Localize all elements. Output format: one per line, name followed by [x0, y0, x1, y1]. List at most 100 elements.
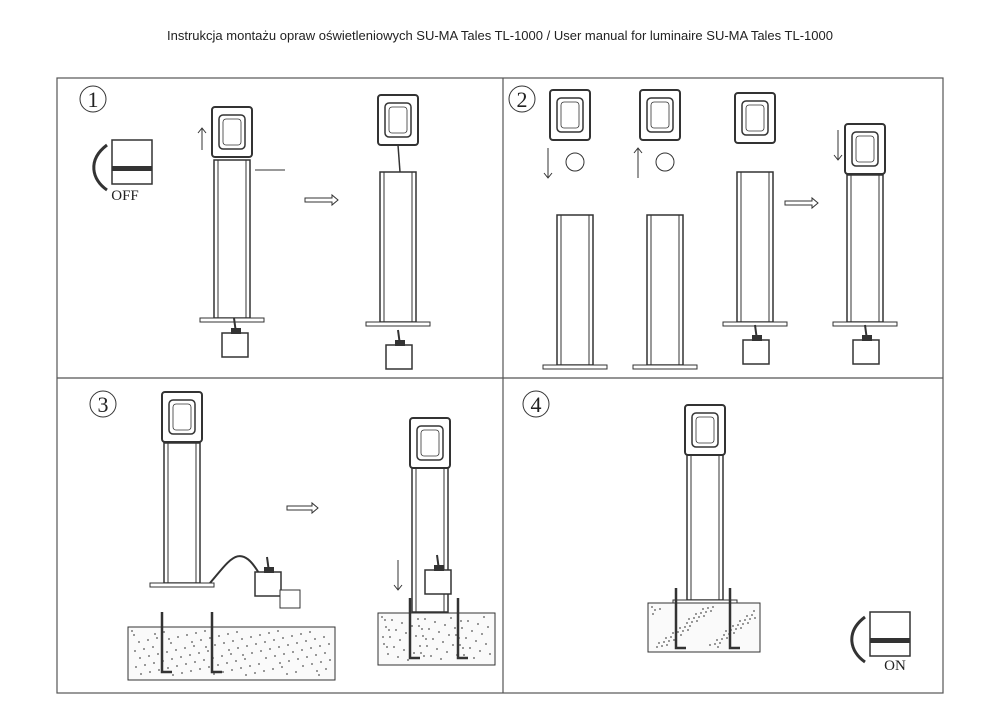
vertical-arrow-icon	[197, 127, 207, 150]
gravel-dot	[314, 638, 316, 640]
step-number-circle	[79, 85, 107, 113]
gravel-dot	[300, 633, 302, 635]
gravel-dot	[175, 649, 177, 651]
lamp-diffuser-inner	[388, 106, 408, 134]
gravel-dot	[733, 632, 735, 634]
gravel-dot	[460, 620, 462, 622]
gravel-dot	[658, 642, 660, 644]
gravel-dot	[278, 646, 280, 648]
gravel-dot	[204, 630, 206, 632]
gravel-dot	[485, 643, 487, 645]
lamp-head	[844, 123, 886, 175]
gravel-dot	[473, 657, 475, 659]
vertical-arrow-icon	[833, 130, 843, 161]
gravel-dot	[176, 665, 178, 667]
gravel-dot	[315, 654, 317, 656]
gravel-dot	[719, 642, 721, 644]
gravel-dot	[725, 630, 727, 632]
gravel-dot	[235, 660, 237, 662]
gravel-dot	[679, 627, 681, 629]
lamp-head	[734, 92, 776, 144]
gravel-dot	[407, 659, 409, 661]
gravel-dot	[301, 649, 303, 651]
gravel-dot	[742, 623, 744, 625]
lamp-diffuser-inner	[560, 101, 580, 129]
lamp-diffuser-inner	[172, 403, 192, 431]
lamp-diffuser-inner	[745, 104, 765, 132]
gravel-dot	[652, 613, 654, 615]
gravel-dot	[281, 666, 283, 668]
gravel-dot	[221, 655, 223, 657]
gravel-dot	[214, 644, 216, 646]
lamp-head	[377, 94, 419, 146]
lamp-head	[211, 106, 253, 158]
gravel-dot	[401, 622, 403, 624]
light-bulb-icon	[565, 152, 585, 172]
switch-off-label: OFF	[111, 188, 139, 204]
gravel-dot	[170, 642, 172, 644]
lamp-head-housing	[161, 391, 203, 443]
gravel-dot	[166, 651, 168, 653]
gravel-dot	[259, 634, 261, 636]
gravel-dot	[461, 627, 463, 629]
junction-box	[254, 556, 282, 597]
gravel-dot	[296, 642, 298, 644]
direction-arrow-icon	[784, 196, 819, 210]
gravel-dot	[721, 638, 723, 640]
gravel-dot	[477, 623, 479, 625]
gravel-dot	[737, 624, 739, 626]
gravel-dot	[144, 664, 146, 666]
gravel-dot	[311, 663, 313, 665]
lamp-head-housing	[639, 89, 681, 141]
gravel-dot	[475, 640, 477, 642]
gravel-dot	[273, 639, 275, 641]
lamp-pole	[365, 171, 431, 327]
lamp-diffuser-inner	[222, 118, 242, 146]
gravel-dot	[452, 644, 454, 646]
gravel-dot	[426, 645, 428, 647]
cable-gland	[752, 335, 762, 341]
gravel-dot	[153, 662, 155, 664]
gravel-dot	[186, 634, 188, 636]
gravel-dot	[384, 619, 386, 621]
pole-body	[736, 171, 774, 323]
gravel-dot	[387, 653, 389, 655]
gravel-dot	[418, 625, 420, 627]
step-1-panel: 1 OFF	[79, 85, 139, 204]
gravel-dot	[324, 652, 326, 654]
gravel-dot	[487, 626, 489, 628]
gravel-dot	[282, 637, 284, 639]
gravel-dot	[717, 646, 719, 648]
gravel-dot	[264, 641, 266, 643]
switch-toggle	[870, 638, 910, 643]
gravel-dot	[320, 661, 322, 663]
junction-box-body	[385, 344, 413, 370]
rotate-arrow-icon	[92, 143, 108, 192]
lamp-pole	[632, 214, 698, 370]
gravel-dot	[395, 629, 397, 631]
gravel-dot	[147, 639, 149, 641]
anchor-bolt	[408, 598, 420, 660]
gravel-dot	[444, 624, 446, 626]
gravel-dot	[672, 632, 674, 634]
gravel-dot	[325, 668, 327, 670]
gravel-dot	[463, 654, 465, 656]
step-number-circle	[89, 390, 117, 418]
light-bulb-icon	[655, 152, 675, 172]
gravel-dot	[203, 659, 205, 661]
gravel-dot	[134, 650, 136, 652]
step-number-circle	[508, 85, 536, 113]
gravel-dot	[747, 622, 749, 624]
lamp-diffuser	[384, 102, 412, 138]
gravel-dot	[277, 630, 279, 632]
lamp-diffuser-inner	[855, 135, 875, 163]
gravel-dot	[263, 670, 265, 672]
gravel-dot	[442, 641, 444, 643]
lamp-head	[161, 391, 203, 443]
gravel-dot	[385, 626, 387, 628]
lamp-diffuser-inner	[650, 101, 670, 129]
gravel-dot	[489, 653, 491, 655]
gravel-dot	[181, 672, 183, 674]
gravel-dot	[465, 637, 467, 639]
gravel-dot	[217, 664, 219, 666]
